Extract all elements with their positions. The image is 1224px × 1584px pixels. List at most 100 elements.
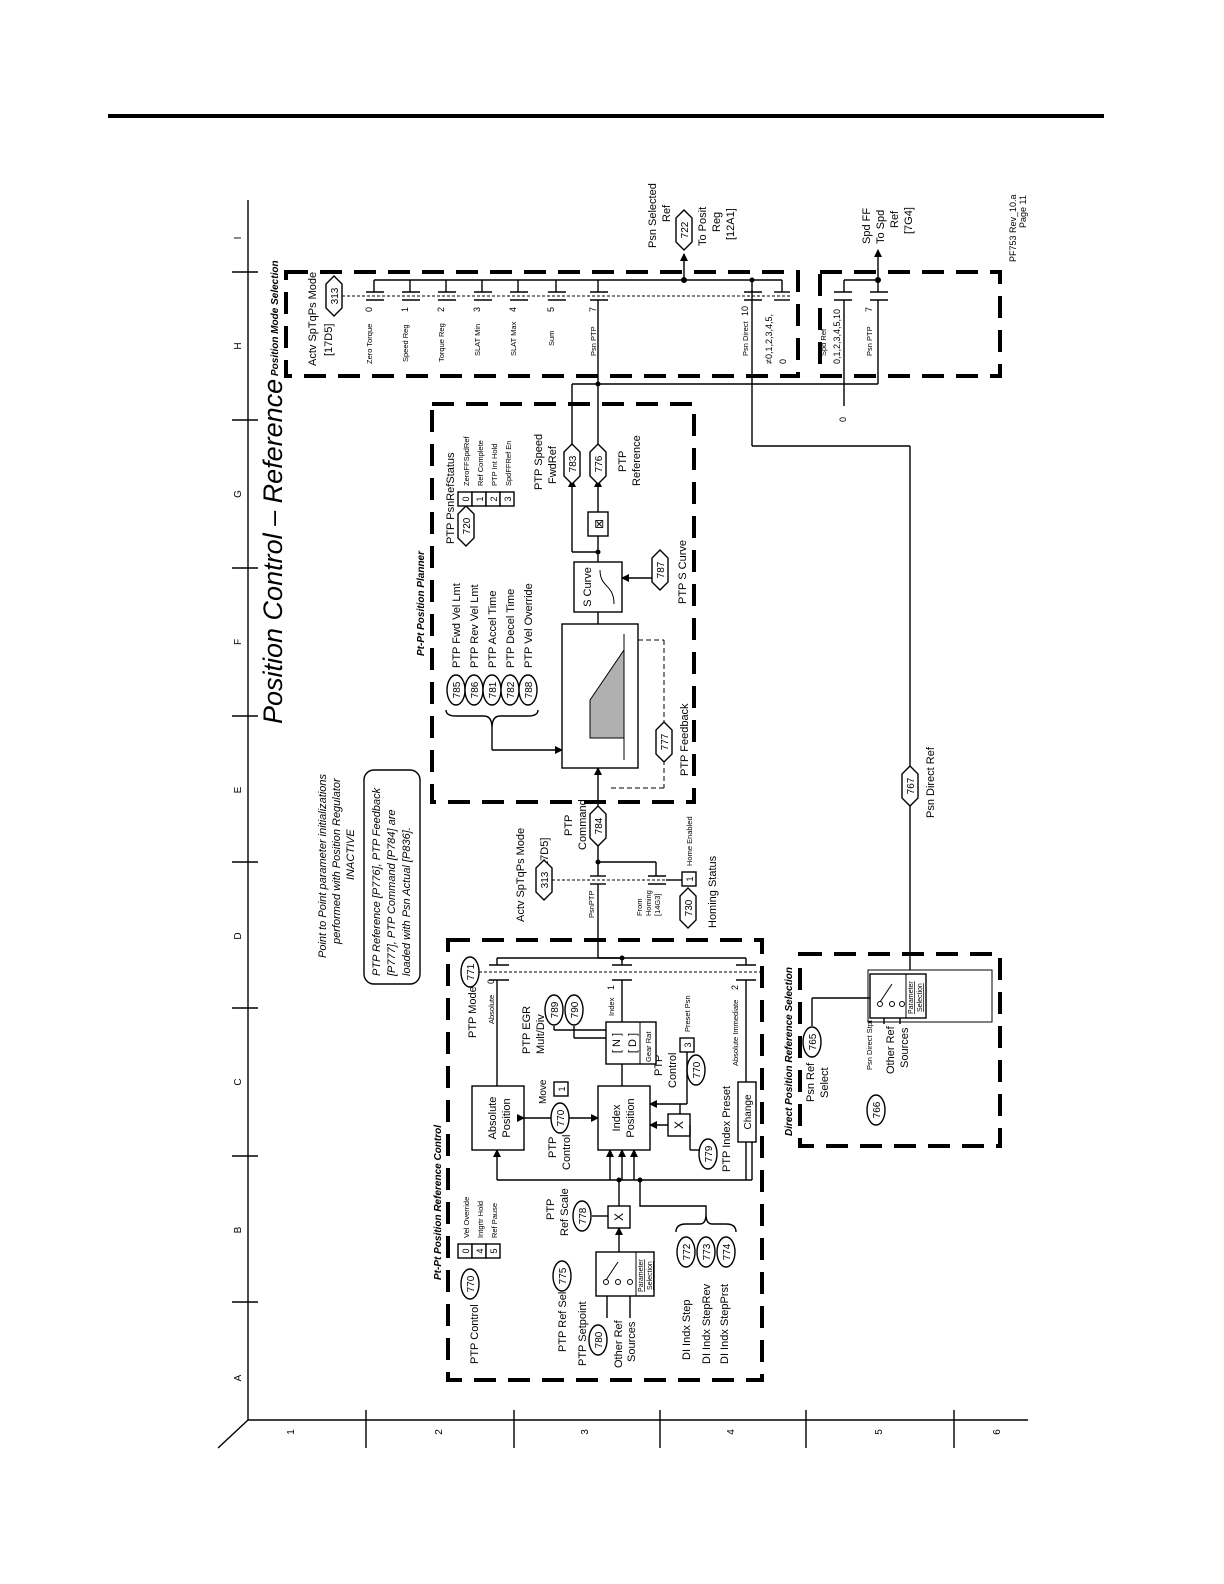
svg-text:Absolute: Absolute bbox=[487, 995, 496, 1024]
direct-param-selector bbox=[869, 973, 927, 1019]
ptp-ref-sel-label: PTP Ref Sel bbox=[557, 1292, 569, 1352]
note-box-line-1: PTP Reference [P776], PTP Feedback bbox=[371, 787, 383, 976]
svg-text:7: 7 bbox=[864, 307, 874, 312]
status-bits: 0 1 2 3 ZeroFFSpdRef Ref Complete PTP In… bbox=[457, 435, 515, 507]
grid-col-f: F bbox=[233, 639, 244, 645]
grid-col-g: G bbox=[233, 490, 244, 498]
svg-text:PTP: PTP bbox=[617, 451, 629, 472]
svg-text:788: 788 bbox=[524, 681, 535, 698]
svg-text:770: 770 bbox=[466, 1275, 477, 1292]
svg-text:PTP Int Hold: PTP Int Hold bbox=[490, 444, 499, 486]
ptp-mode-label: PTP Mode bbox=[467, 986, 479, 1038]
svg-text:PTP Vel Override: PTP Vel Override bbox=[523, 583, 535, 668]
svg-text:Command: Command bbox=[577, 799, 589, 850]
svg-text:[14G3]: [14G3] bbox=[653, 893, 662, 916]
svg-text:PTP Accel Time: PTP Accel Time bbox=[487, 591, 499, 668]
svg-text:787: 787 bbox=[656, 561, 667, 578]
svg-text:Ref: Ref bbox=[889, 210, 901, 228]
svg-text:777: 777 bbox=[660, 733, 671, 750]
svg-text:0: 0 bbox=[364, 307, 374, 312]
svg-text:5: 5 bbox=[489, 1248, 499, 1253]
svg-text:Absolute Immediate: Absolute Immediate bbox=[731, 1000, 740, 1066]
param-789 bbox=[544, 994, 564, 1026]
svg-text:PTP: PTP bbox=[547, 1137, 559, 1158]
svg-text:Spd Ref: Spd Ref bbox=[819, 328, 828, 356]
svg-text:2: 2 bbox=[730, 985, 740, 990]
grid-col-b: B bbox=[233, 1226, 244, 1233]
svg-text:X: X bbox=[672, 1121, 686, 1129]
mode-contacts-h bbox=[366, 291, 790, 301]
param-774 bbox=[716, 1236, 736, 1268]
svg-text:X: X bbox=[612, 1213, 626, 1221]
grid-row-6: 6 bbox=[992, 1429, 1003, 1435]
note-line-2: performed with Position Regulator bbox=[331, 777, 343, 945]
svg-text:Psn Selected: Psn Selected bbox=[647, 183, 659, 248]
svg-text:730: 730 bbox=[684, 899, 695, 916]
note-line-1: Point to Point parameter initializations bbox=[317, 773, 329, 958]
svg-text:1: 1 bbox=[475, 496, 485, 501]
svg-text:PTP Feedback: PTP Feedback bbox=[679, 703, 691, 776]
param-779 bbox=[698, 1138, 718, 1170]
svg-text:3: 3 bbox=[683, 1042, 693, 1047]
svg-text:PTP S Curve: PTP S Curve bbox=[677, 540, 689, 604]
grid-col-h: H bbox=[233, 342, 244, 349]
grid-col-c: C bbox=[233, 1078, 244, 1085]
param-772 bbox=[676, 1236, 696, 1268]
svg-text:Homing Status: Homing Status bbox=[707, 855, 719, 928]
svg-text:774: 774 bbox=[722, 1243, 733, 1260]
svg-text:0: 0 bbox=[486, 979, 496, 984]
note-line-3: INACTIVE bbox=[345, 829, 357, 880]
svg-text:Vel Override: Vel Override bbox=[462, 1197, 471, 1238]
ptp-control-bits: 0 4 5 Vel Override Intgrtr Hold Ref Paus… bbox=[457, 1197, 501, 1259]
param-313-a bbox=[535, 859, 553, 901]
param-773 bbox=[696, 1236, 716, 1268]
svg-text:Index: Index bbox=[607, 997, 616, 1016]
svg-text:Home Enabled: Home Enabled bbox=[685, 816, 694, 866]
param-790 bbox=[564, 994, 584, 1026]
svg-text:789: 789 bbox=[550, 1001, 561, 1018]
grid-row-3: 3 bbox=[580, 1429, 591, 1435]
svg-text:781: 781 bbox=[488, 681, 499, 698]
svg-text:5: 5 bbox=[546, 307, 556, 312]
ptp-setpoint-label: PTP Setpoint bbox=[577, 1301, 589, 1366]
svg-text:Ref: Ref bbox=[661, 204, 673, 222]
svg-text:Select: Select bbox=[819, 1067, 831, 1098]
svg-text:Index: Index bbox=[611, 1104, 623, 1131]
svg-text:773: 773 bbox=[702, 1243, 713, 1260]
other-ref-1: Other Ref bbox=[613, 1319, 625, 1368]
home-enabled-bit bbox=[681, 871, 697, 887]
svg-text:PTP EGR: PTP EGR bbox=[521, 1006, 533, 1054]
svg-text:Change: Change bbox=[743, 1094, 754, 1129]
svg-text:Absolute: Absolute bbox=[487, 1097, 499, 1140]
svg-text:PTP Fwd Vel Lmt: PTP Fwd Vel Lmt bbox=[451, 583, 463, 668]
grid-col-d: D bbox=[233, 932, 244, 939]
grid-row-5: 5 bbox=[874, 1429, 885, 1435]
grid-col-i: I bbox=[233, 237, 244, 240]
param-780 bbox=[588, 1324, 608, 1356]
grid-row-4: 4 bbox=[726, 1429, 737, 1435]
ref-control-title: Pt-Pt Position Reference Control bbox=[433, 1125, 444, 1280]
svg-text:Speed Reg: Speed Reg bbox=[401, 324, 410, 362]
svg-text:782: 782 bbox=[506, 681, 517, 698]
svg-text:0: 0 bbox=[778, 359, 788, 364]
svg-text:313: 313 bbox=[330, 287, 341, 304]
direct-ref-section: Direct Position Reference Selection Psn … bbox=[751, 290, 1002, 1148]
svg-text:Selection: Selection bbox=[917, 983, 924, 1012]
svg-text:≠0,1,2,3,4,5,: ≠0,1,2,3,4,5, bbox=[764, 314, 774, 364]
svg-text:Mult/Div: Mult/Div bbox=[535, 1014, 547, 1054]
svg-text:Psn Ref: Psn Ref bbox=[805, 1062, 817, 1102]
svg-text:ZeroFFSpdRef: ZeroFFSpdRef bbox=[462, 435, 471, 486]
note-box bbox=[363, 769, 421, 985]
svg-text:Sum: Sum bbox=[547, 331, 556, 346]
svg-text:PTP Rev Vel Lmt: PTP Rev Vel Lmt bbox=[469, 584, 481, 668]
svg-text:775: 775 bbox=[558, 1267, 569, 1284]
svg-text:Psn PTP: Psn PTP bbox=[589, 326, 598, 356]
svg-text:PTP Speed: PTP Speed bbox=[533, 434, 545, 490]
param-778 bbox=[572, 1200, 592, 1232]
svg-text:313: 313 bbox=[540, 871, 551, 888]
svg-text:767: 767 bbox=[906, 777, 917, 794]
svg-text:3: 3 bbox=[503, 496, 513, 501]
svg-text:Sources: Sources bbox=[899, 1027, 911, 1068]
svg-text:Selection: Selection bbox=[647, 1261, 654, 1290]
